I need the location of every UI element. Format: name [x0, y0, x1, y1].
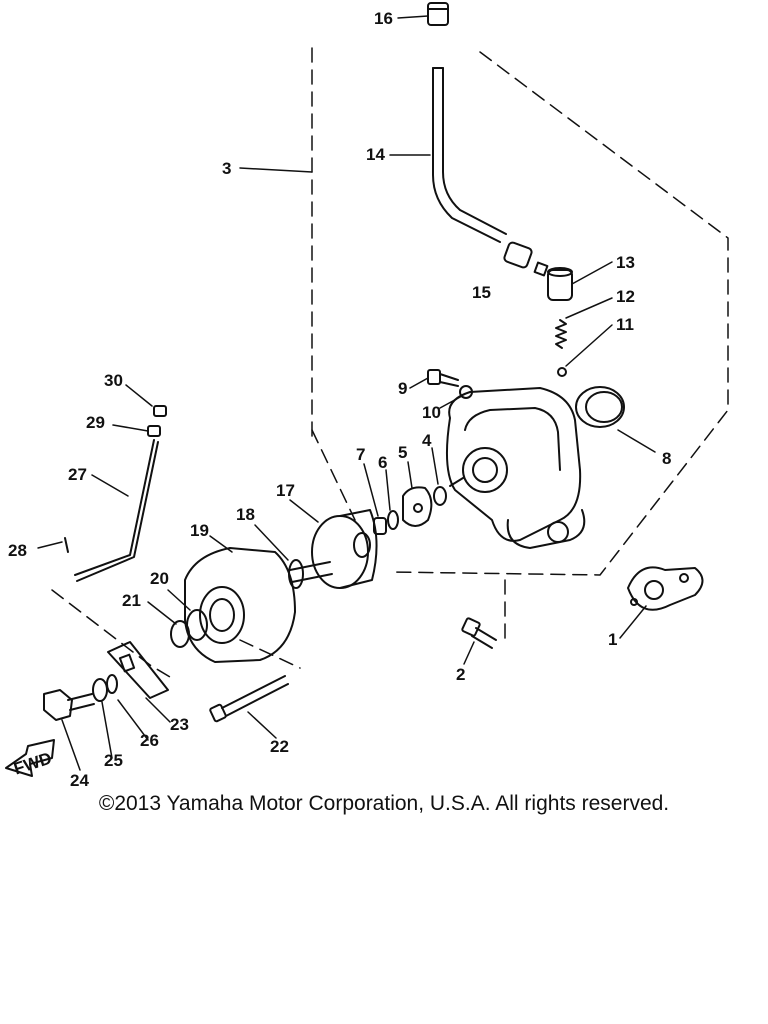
callout-25: 25 [104, 751, 123, 770]
part-22-bolt [209, 675, 289, 723]
callout-10: 10 [422, 403, 441, 422]
callout-19: 19 [190, 521, 209, 540]
part-9-bolt [427, 369, 459, 387]
part-14-pipe [432, 67, 507, 243]
callout-16: 16 [374, 9, 393, 28]
copyright-notice: ©2013 Yamaha Motor Corporation, U.S.A. A… [98, 792, 670, 815]
callouts: 1 2 3 4 5 6 7 8 9 10 11 12 13 14 15 16 1… [8, 9, 671, 790]
part-28-pin [64, 537, 69, 553]
leader-lines [37, 15, 656, 771]
part-29-nut [147, 425, 161, 437]
callout-17: 17 [276, 481, 295, 500]
part-5-rotor [402, 486, 433, 527]
part-2-bolt [461, 617, 497, 649]
part-25-washer [92, 678, 108, 702]
part-1-gasket [627, 566, 704, 611]
callout-28: 28 [8, 541, 27, 560]
diagram-canvas: FWD 1 2 3 4 5 6 7 8 9 10 11 12 13 14 15 … [5, 2, 729, 790]
callout-26: 26 [140, 731, 159, 750]
callout-15: 15 [472, 283, 491, 302]
fwd-label: FWD [11, 749, 54, 779]
callout-20: 20 [150, 569, 169, 588]
part-27-rod [74, 439, 159, 582]
part-11-ball [557, 367, 567, 377]
callout-18: 18 [236, 505, 255, 524]
part-4-washer [433, 486, 447, 506]
part-16-cap [427, 2, 449, 26]
part-12-spring [555, 319, 567, 349]
part-20-ring [186, 609, 208, 641]
callout-29: 29 [86, 413, 105, 432]
callout-8: 8 [662, 449, 671, 468]
part-15-union [503, 241, 549, 277]
part-13-fitting [547, 267, 573, 301]
callout-7: 7 [356, 445, 365, 464]
part-26-washer [106, 674, 118, 694]
callout-27: 27 [68, 465, 87, 484]
assembly-outline [51, 47, 729, 681]
part-30-nut [153, 405, 167, 417]
part-17-drum [311, 509, 378, 589]
callout-12: 12 [616, 287, 635, 306]
part-23-plate [107, 641, 169, 699]
callout-9: 9 [398, 379, 407, 398]
callout-3: 3 [222, 159, 231, 178]
callout-24: 24 [70, 771, 89, 790]
exploded-parts-diagram: FWD 1 2 3 4 5 6 7 8 9 10 11 12 13 14 15 … [5, 2, 729, 790]
callout-1: 1 [608, 630, 617, 649]
part-8-cover [575, 386, 625, 428]
callout-14: 14 [366, 145, 385, 164]
callout-13: 13 [616, 253, 635, 272]
pump-housing [446, 387, 586, 549]
callout-2: 2 [456, 665, 465, 684]
callout-30: 30 [104, 371, 123, 390]
callout-5: 5 [398, 443, 407, 462]
callout-21: 21 [122, 591, 141, 610]
part-24-bolt [43, 689, 95, 721]
callout-23: 23 [170, 715, 189, 734]
callout-22: 22 [270, 737, 289, 756]
callout-4: 4 [422, 431, 432, 450]
fwd-arrow-icon [5, 739, 55, 777]
part-6-ring [387, 510, 399, 530]
part-21-ring [170, 620, 190, 648]
part-19-housing [184, 547, 296, 663]
callout-6: 6 [378, 453, 387, 472]
callout-11: 11 [616, 315, 634, 334]
